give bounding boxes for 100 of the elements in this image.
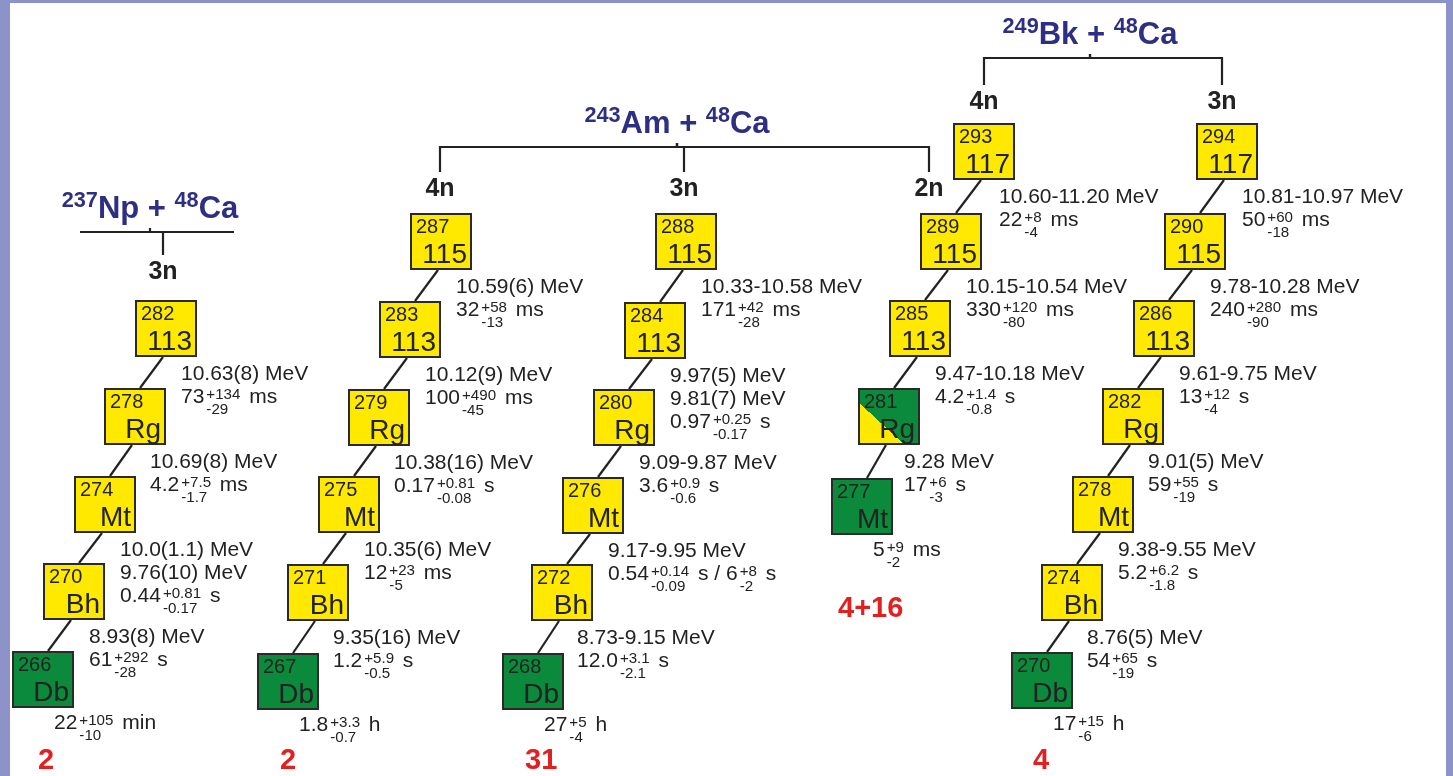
decay-line (414, 269, 439, 302)
nuclide-box (624, 302, 686, 359)
nuclide-box (1072, 476, 1134, 533)
decay-annotation: 10.0(1.1) MeV (120, 537, 254, 560)
decay-annotation: 10.60-11.20 MeV (999, 184, 1159, 207)
mass-number: 279 (354, 392, 388, 412)
nuclide-box (410, 213, 472, 270)
element-symbol: Db (523, 679, 559, 708)
bracket-line (982, 54, 1092, 85)
mass-number: 294 (1202, 126, 1236, 146)
decay-line (537, 620, 560, 654)
decay-annotation: 9.28 MeV (904, 449, 994, 472)
decay-line (1199, 179, 1225, 214)
nuclide-box (348, 389, 410, 446)
count-label: 31 (525, 744, 558, 774)
channel-label: 4n (425, 172, 455, 202)
decay-line (566, 533, 591, 565)
decay-line (1168, 269, 1193, 301)
bracket-line (148, 228, 165, 255)
nuclide-box (135, 300, 197, 357)
element-symbol: 115 (422, 239, 467, 268)
decay-annotation: 27$^{+5}$$_{-4}$ h (544, 712, 608, 745)
mass-number: 272 (537, 567, 571, 587)
decay-line (1107, 444, 1131, 477)
decay-annotation: 10.35(6) MeV (364, 537, 492, 560)
decay-line (597, 445, 622, 478)
count-label: 2 (280, 744, 297, 774)
decay-annotation: 8.93(8) MeV (89, 624, 205, 647)
decay-annotation: 4.2$^{+7.5}$$_{-1.7}$ ms (150, 472, 248, 505)
element-symbol: Db (278, 679, 314, 708)
reaction-label: $^{237}$Np + $^{48}$Ca (61, 190, 239, 226)
decay-line (139, 356, 164, 389)
decay-line (893, 356, 918, 389)
mass-number: 275 (324, 479, 358, 499)
decay-annotation: 10.15-10.54 MeV (966, 274, 1128, 297)
decay-line (109, 444, 133, 477)
element-symbol: Bh (553, 590, 588, 619)
mass-number: 283 (385, 304, 419, 324)
decay-line (322, 532, 347, 565)
mass-number: 267 (263, 656, 297, 676)
mass-number: 274 (80, 479, 114, 499)
decay-line (78, 532, 103, 564)
nuclide-box (1196, 123, 1258, 180)
element-symbol: Mt (856, 504, 888, 533)
decay-annotation: 9.47-10.18 MeV (935, 361, 1085, 384)
mass-number: 282 (141, 303, 175, 323)
decay-annotation: 32$^{+58}$$_{-13}$ ms (456, 297, 544, 330)
bracket-line (675, 143, 931, 172)
mass-number: 268 (508, 656, 542, 676)
decay-annotation: 9.09-9.87 MeV (639, 450, 777, 473)
decay-annotation: 0.97$^{+0.25}$$_{-0.17}$ s (670, 409, 771, 442)
decay-annotation: 5$^{+9}$$_{-2}$ ms (873, 537, 941, 570)
mass-number: 284 (630, 305, 664, 325)
decay-annotation: 8.73-9.15 MeV (577, 625, 715, 648)
decay-line (1046, 620, 1070, 653)
decay-annotation: 17$^{+6}$$_{-3}$ s (904, 472, 966, 505)
reaction-label: $^{243}$Am + $^{48}$Ca (584, 105, 770, 141)
decay-line (628, 358, 653, 390)
decay-line (292, 620, 316, 654)
element-symbol: 113 (636, 328, 681, 357)
mass-number: 274 (1047, 567, 1081, 587)
element-symbol: Db (33, 677, 69, 706)
decay-annotation: 0.54$^{+0.14}$$_{-0.09}$ s / 6$^{+8}$$_{-2}$ s (608, 561, 777, 594)
nuclide-box (1164, 213, 1226, 270)
element-symbol: Rg (125, 414, 161, 443)
mass-number: 289 (926, 216, 960, 236)
reaction-label: $^{249}$Bk + $^{48}$Ca (1002, 16, 1178, 52)
mass-number: 276 (568, 480, 602, 500)
decay-annotation: 9.97(5) MeV (670, 363, 786, 386)
element-symbol: 113 (1145, 326, 1190, 355)
nuclide-box (104, 388, 166, 445)
element-symbol: Bh (1063, 590, 1098, 619)
mass-number: 270 (1017, 655, 1051, 675)
nuclide-box (953, 123, 1015, 180)
element-symbol: 117 (1208, 149, 1253, 178)
mass-number: 286 (1139, 303, 1173, 323)
nuclide-box (318, 476, 380, 533)
nuclide-box (831, 478, 893, 535)
mass-number: 280 (599, 392, 633, 412)
element-symbol: 113 (391, 327, 436, 356)
channel-label: 3n (669, 172, 699, 202)
decay-annotation: 4.2$^{+1.4}$$_{-0.8}$ s (935, 384, 1016, 417)
mass-number: 285 (895, 303, 929, 323)
mass-number: 287 (416, 216, 450, 236)
element-symbol: Rg (614, 415, 650, 444)
decay-line (659, 269, 684, 303)
decay-line (383, 357, 408, 390)
mass-number: 278 (1078, 479, 1112, 499)
mass-number: 270 (49, 566, 83, 586)
channel-label: 4n (969, 85, 999, 115)
mass-number: 282 (1108, 391, 1142, 411)
mass-number: 278 (110, 391, 144, 411)
bracket-line (438, 143, 679, 172)
nuclide-box (43, 563, 105, 620)
element-symbol: Rg (1123, 414, 1159, 443)
nuclide-box (655, 213, 717, 270)
decay-annotation: 9.35(16) MeV (333, 625, 461, 648)
decay-annotation: 9.01(5) MeV (1148, 449, 1264, 472)
decay-annotation: 22$^{+8}$$_{-4}$ ms (999, 207, 1079, 240)
decay-line (955, 179, 982, 214)
